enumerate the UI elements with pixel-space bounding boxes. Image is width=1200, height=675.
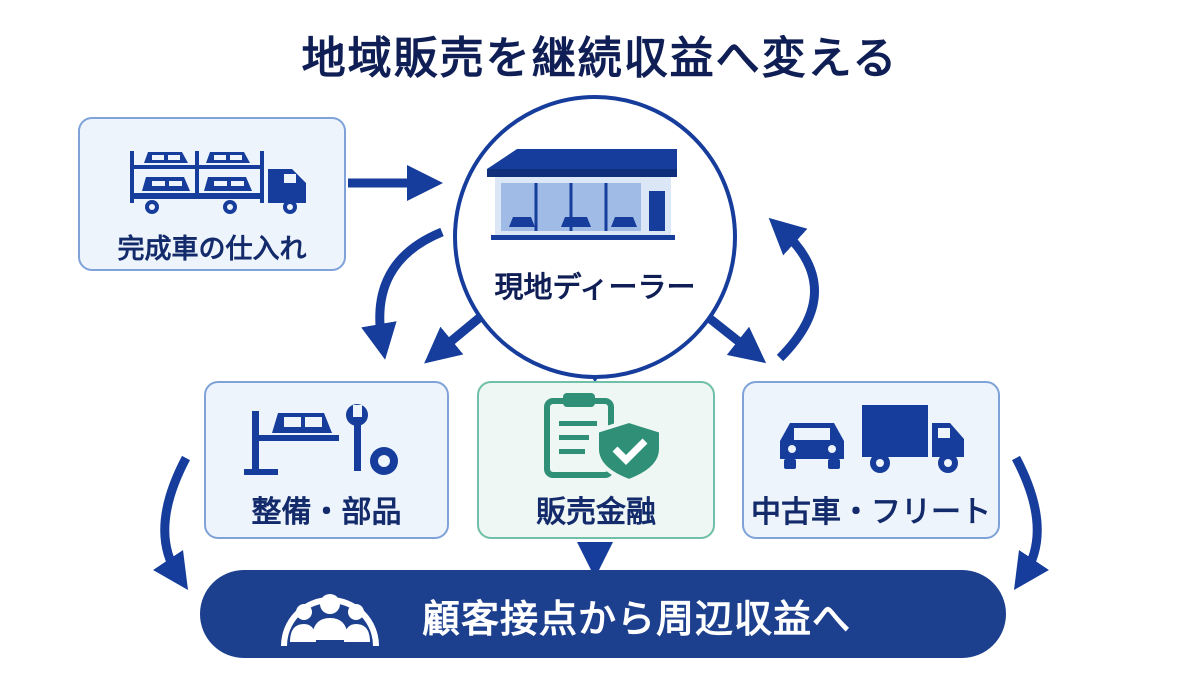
node-label-finance: 販売金融: [536, 495, 656, 530]
node-label-used: 中古車・フリート: [751, 495, 991, 530]
car-lift-wrench-gear-icon: [244, 404, 398, 475]
arrow-used-to-hub-curve: [768, 217, 819, 362]
hub-dealer: 現地ディーラー: [453, 95, 737, 379]
node-procurement: 完成車の仕入れ: [78, 117, 346, 271]
banner-label: 顧客接点から周辺収益へ: [422, 597, 852, 641]
clipboard-shield-check-icon: [544, 393, 663, 483]
node-label-service: 整備・部品: [251, 495, 402, 530]
dealership-building-icon: [487, 149, 677, 240]
arrow-service-to-banner: [153, 455, 190, 590]
banner-peripheral-revenue: 顧客接点から周辺収益へ: [200, 570, 1006, 658]
arrow-hub-to-service-curve: [361, 227, 444, 360]
hub-label: 現地ディーラー: [494, 270, 696, 304]
node-used-car-fleet: 中古車・フリート: [742, 381, 1000, 539]
car-and-truck-icon: [780, 405, 964, 473]
customer-group-icon: [281, 594, 379, 647]
arrow-used-to-banner: [1012, 455, 1049, 590]
page-title: 地域販売を継続収益へ変える: [301, 33, 899, 84]
node-service-parts: 整備・部品: [204, 381, 449, 539]
arrow-hub-to-service-diag: [424, 310, 487, 364]
node-label-procurement: 完成車の仕入れ: [117, 234, 307, 265]
arrow-hub-to-used-diag: [701, 310, 767, 364]
car-carrier-truck-icon: [130, 151, 306, 214]
node-sales-finance: 販売金融: [477, 381, 715, 539]
